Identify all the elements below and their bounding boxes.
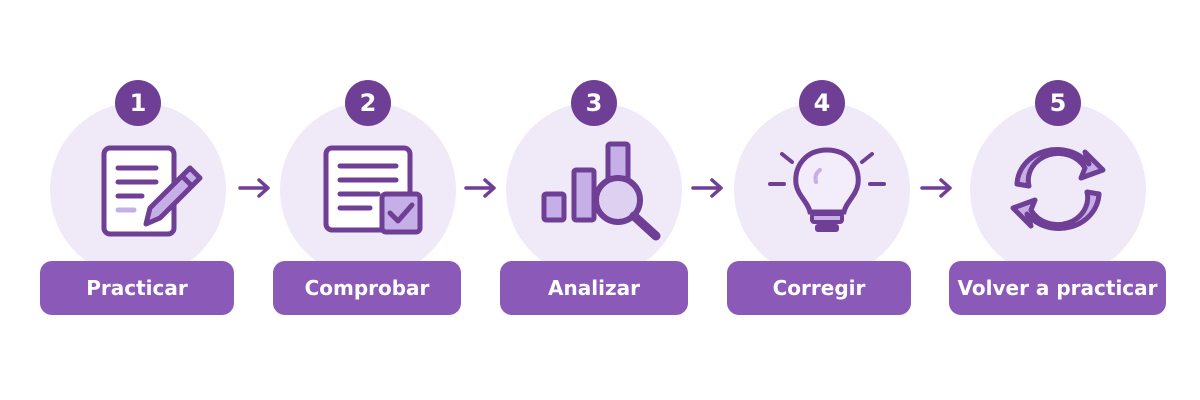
document-checkbox-icon (323, 145, 423, 235)
arrow-right-icon (920, 178, 952, 198)
lightbulb-icon (768, 147, 886, 232)
step-3-badge: 3 (571, 80, 617, 126)
document-pencil-icon (101, 145, 203, 237)
step-5-label: Volver a practicar (949, 261, 1166, 315)
refresh-cycle-icon (1010, 147, 1106, 231)
step-3-label: Analizar (500, 261, 688, 315)
step-2-label: Comprobar (273, 261, 461, 315)
step-1-badge: 1 (115, 80, 161, 126)
arrow-right-icon (464, 178, 496, 198)
step-5-badge: 5 (1035, 80, 1081, 126)
arrow-right-icon (238, 178, 270, 198)
bar-chart-magnifier-icon (541, 141, 661, 241)
step-5-circle (970, 102, 1146, 278)
step-2-badge: 2 (345, 80, 391, 126)
arrow-right-icon (691, 178, 723, 198)
step-1-label: Practicar (40, 261, 234, 315)
step-4-badge: 4 (799, 80, 845, 126)
step-4-label: Corregir (727, 261, 911, 315)
